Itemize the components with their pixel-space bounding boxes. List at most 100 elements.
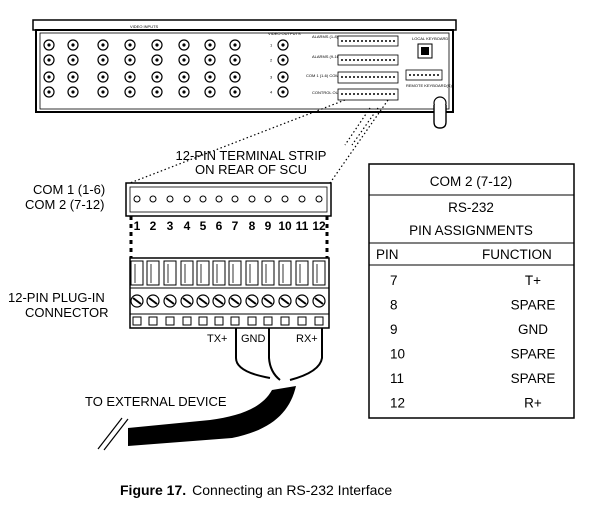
terminal-hole: [264, 195, 272, 203]
video-input-bnc: [151, 54, 163, 66]
terminal-hole: [315, 195, 323, 203]
table-cell-pin: 12: [390, 396, 405, 411]
com-strip-panel: COM 1 (1-6) COM 2 (7-12): [306, 71, 399, 84]
wire-socket: [148, 316, 158, 326]
video-input-bnc: [151, 39, 163, 51]
connector-fin: [130, 260, 144, 286]
video-input-bnc: [178, 39, 190, 51]
terminal-hole: [281, 195, 289, 203]
terminal-hole: [248, 195, 256, 203]
table-header-function: FUNCTION: [482, 247, 552, 262]
wires: [235, 328, 323, 381]
local-keyboard-label: LOCAL KEYBOARD: [412, 36, 448, 41]
table-cell-pin: 8: [390, 298, 398, 313]
terminal-hole: [298, 195, 306, 203]
table-cell-pin: 10: [390, 347, 405, 362]
table-cell-pin: 9: [390, 322, 398, 337]
table-cell-pin: 7: [390, 273, 398, 288]
caption-text: Figure 17.Connecting an RS-232 Interface: [120, 482, 392, 498]
video-input-bnc: [43, 71, 55, 83]
terminal-hole: [183, 195, 191, 203]
connector-screw[interactable]: [130, 294, 144, 308]
video-input-bnc: [124, 86, 136, 98]
connector-screws: [130, 294, 326, 308]
pin-number: 6: [216, 219, 223, 233]
connector-screw[interactable]: [278, 294, 292, 308]
video-input-bnc: [178, 54, 190, 66]
connector-screw[interactable]: [295, 294, 309, 308]
video-input-bnc: [124, 71, 136, 83]
connector-screw[interactable]: [312, 294, 326, 308]
connector-screw[interactable]: [261, 294, 275, 308]
table-cell-function: SPARE: [511, 371, 556, 386]
connector-screw[interactable]: [163, 294, 177, 308]
remote-keyboards-label: REMOTE KEYBOARD(S): [406, 83, 452, 88]
video-output-bnc: 3: [270, 71, 289, 83]
pin-number: 1: [134, 219, 141, 233]
video-input-bnc: [124, 39, 136, 51]
connector-fin: [163, 260, 177, 286]
wire-socket: [280, 316, 290, 326]
video-input-bnc: [97, 71, 109, 83]
zoom-guide-lines: [129, 99, 389, 184]
video-input-bnc: [124, 54, 136, 66]
control-outputs-strip: CONTROL OUTPUTS: [312, 88, 399, 101]
video-input-bnc: [43, 86, 55, 98]
video-input-bnc: [229, 86, 241, 98]
connector-fin: [180, 260, 194, 286]
table-row: 8 SPARE: [390, 298, 555, 313]
pin-number: 8: [249, 219, 256, 233]
video-input-bnc: [67, 71, 79, 83]
connector-screw[interactable]: [180, 294, 194, 308]
terminal-strip: 12-PIN TERMINAL STRIP ON REAR OF SCU COM…: [25, 148, 332, 258]
video-input-bnc: [178, 86, 190, 98]
video-input-bnc: [43, 54, 55, 66]
connector-screw[interactable]: [228, 294, 242, 308]
com2-label: COM 2 (7-12): [25, 197, 104, 212]
terminal-hole: [149, 195, 157, 203]
terminal-hole: [199, 195, 207, 203]
video-input-connectors: [43, 39, 241, 98]
table-header-pin: PIN: [376, 247, 399, 262]
video-input-bnc: [229, 71, 241, 83]
pin-number: 2: [150, 219, 157, 233]
connector-fin: [212, 260, 226, 286]
connector-screw[interactable]: [146, 294, 160, 308]
connector-fins: [130, 260, 326, 286]
pin-number: 3: [167, 219, 174, 233]
table-subtitle-pin-assignments: PIN ASSIGNMENTS: [409, 223, 533, 238]
wire-label-gnd: GND: [241, 333, 266, 345]
connector-label-line1: 12-PIN PLUG-IN: [8, 290, 105, 305]
connector-screw[interactable]: [245, 294, 259, 308]
wire-socket: [132, 316, 142, 326]
connector-label-line2: CONNECTOR: [25, 305, 109, 320]
video-input-bnc: [204, 39, 216, 51]
video-input-bnc: [178, 71, 190, 83]
wire-socket: [297, 316, 307, 326]
video-input-bnc: [43, 39, 55, 51]
table-subtitle-rs232: RS-232: [448, 200, 494, 215]
alarms-top-label: ALARMS (1-8): [312, 34, 339, 39]
connector-screw[interactable]: [212, 294, 226, 308]
terminal-hole: [133, 195, 141, 203]
table-cell-function: SPARE: [511, 298, 556, 313]
video-input-bnc: [229, 39, 241, 51]
video-input-bnc: [97, 86, 109, 98]
video-input-bnc: [97, 39, 109, 51]
video-input-bnc: [204, 71, 216, 83]
connector-screw[interactable]: [196, 294, 210, 308]
terminal-hole: [166, 195, 174, 203]
plug-in-connector: 12-PIN PLUG-IN CONNECTOR: [8, 257, 330, 329]
video-input-bnc: [204, 86, 216, 98]
wire-socket: [230, 316, 240, 326]
video-input-bnc: [67, 86, 79, 98]
connector-fin: [146, 260, 160, 286]
wire-socket: [263, 316, 273, 326]
